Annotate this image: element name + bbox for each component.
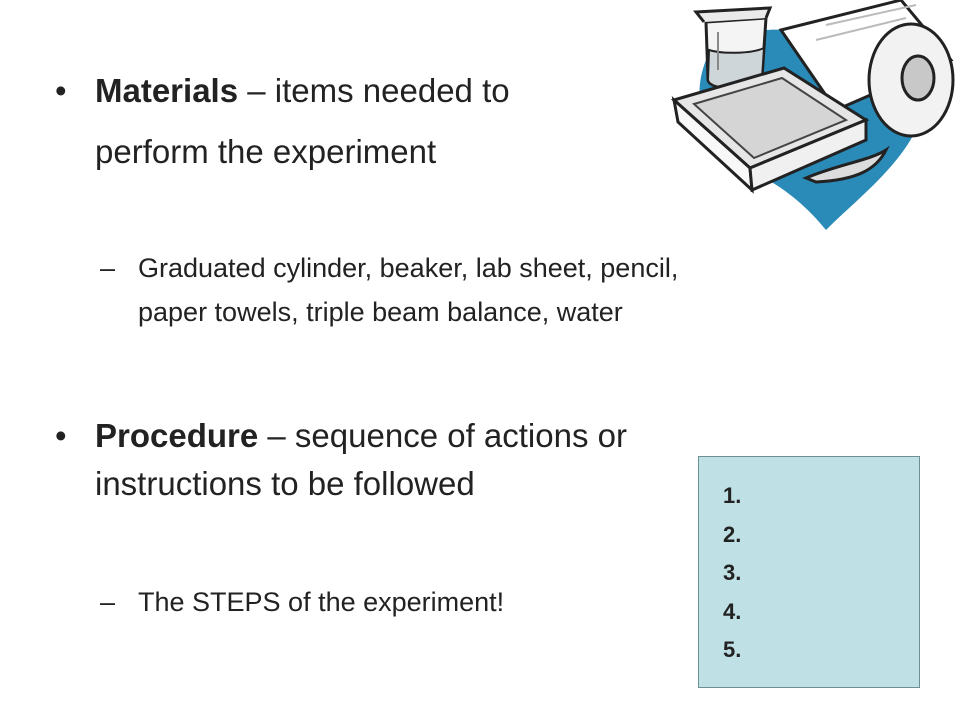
- lab-materials-clipart: [670, 0, 955, 230]
- sub-bullet-dash: –: [100, 587, 116, 617]
- materials-definition-line2: perform the experiment: [95, 133, 437, 170]
- materials-term: Materials: [95, 72, 239, 109]
- tray-icon: [670, 66, 870, 194]
- procedure-steps-note: The STEPS of the experiment!: [138, 587, 505, 617]
- procedure-heading-line: Procedure – sequence of actions or: [95, 412, 627, 460]
- step-number: 3.: [723, 560, 742, 585]
- materials-list-line2: paper towels, triple beam balance, water: [138, 297, 623, 327]
- procedure-definition-line2: instructions to be followed: [95, 465, 475, 502]
- procedure-definition: – sequence of actions or: [258, 417, 627, 454]
- step-number: 1.: [723, 483, 742, 508]
- steps-list: 1. 2. 3. 4. 5.: [723, 477, 741, 670]
- step-number: 2.: [723, 521, 742, 547]
- steps-box: 1. 2. 3. 4. 5.: [698, 456, 920, 688]
- bullet-symbol: •: [55, 72, 67, 109]
- materials-heading-line: Materials – items needed to: [95, 67, 510, 115]
- paper-towel-roll-icon: [778, 0, 955, 138]
- materials-list-line1: Graduated cylinder, beaker, lab sheet, p…: [138, 253, 679, 283]
- paper-sheet-icon: [802, 145, 890, 184]
- step-number: 4.: [723, 598, 742, 624]
- sub-bullet-dash: –: [100, 253, 116, 283]
- bullet-symbol: •: [55, 417, 67, 454]
- materials-definition: – items needed to: [238, 72, 510, 109]
- procedure-term: Procedure: [95, 417, 259, 454]
- step-number: 5.: [723, 637, 742, 662]
- beaker-icon: [693, 6, 773, 90]
